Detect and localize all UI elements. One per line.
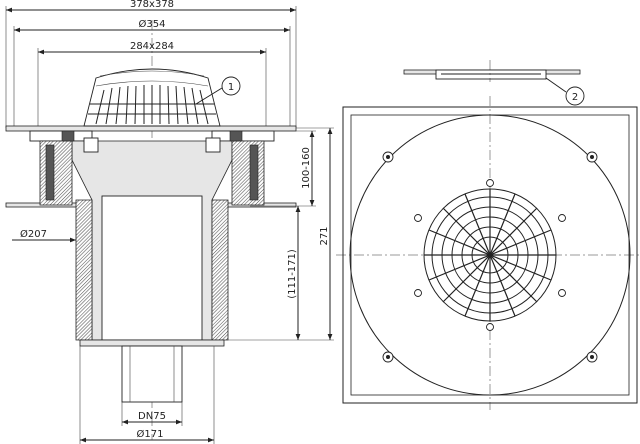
dim-bottom: Ø171	[79, 346, 215, 444]
callout-1: 1	[195, 76, 241, 105]
dim-outer-label: Ø207	[20, 228, 47, 240]
plan-grate	[423, 188, 557, 322]
dim-dn-label: DN75	[138, 411, 166, 422]
bolts	[45, 130, 259, 201]
clamp-right	[211, 130, 275, 142]
dim-height-b: (111-171)	[228, 206, 334, 341]
dim-grate: 284x284	[37, 41, 267, 128]
top-flange	[5, 125, 297, 132]
dim-flange-label: Ø354	[139, 18, 166, 30]
dim-flange: Ø354	[13, 18, 291, 128]
callout-1-label: 1	[228, 82, 234, 93]
callout-2-label: 2	[572, 92, 578, 103]
dim-height-total-label: 271	[319, 226, 330, 245]
dim-height-a-label: 100-160	[301, 147, 312, 189]
sleeve-bottom	[79, 339, 225, 347]
frame-side-view: 2	[403, 60, 585, 106]
dim-outer: Ø207	[12, 205, 77, 245]
section-view: 378x378 Ø354 284x284	[5, 0, 334, 444]
insulation-left	[39, 140, 73, 206]
dim-overall: 378x378	[5, 0, 297, 128]
outlet-pipe	[121, 345, 183, 403]
plan-view	[336, 96, 640, 410]
dim-dn: DN75	[121, 402, 183, 426]
dim-height-total: 271	[296, 127, 334, 340]
corner-screws	[382, 151, 598, 363]
insulation-right	[231, 140, 265, 206]
dim-grate-label: 284x284	[130, 41, 174, 52]
dim-bottom-label: Ø171	[137, 428, 164, 440]
dim-overall-label: 378x378	[130, 0, 174, 10]
sleeve-left	[75, 199, 93, 341]
clamp-left	[29, 130, 93, 142]
grate-screws	[414, 179, 566, 331]
inner-pipe	[101, 195, 203, 341]
dome-grate	[83, 68, 221, 127]
dim-height-a: 100-160	[250, 130, 316, 207]
dim-height-b-label: (111-171)	[287, 249, 298, 299]
sleeve-right	[211, 199, 229, 341]
